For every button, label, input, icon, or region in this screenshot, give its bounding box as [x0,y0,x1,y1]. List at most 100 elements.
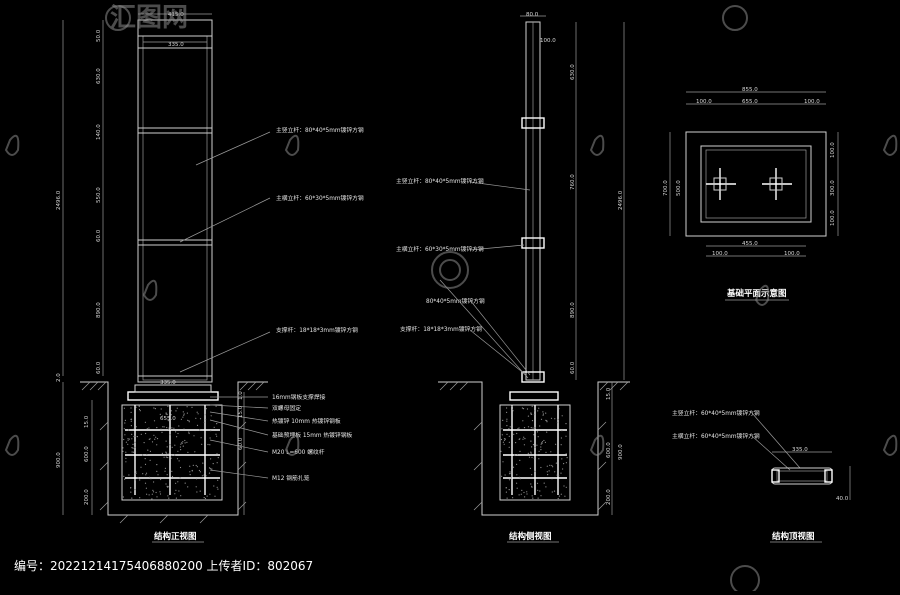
concrete-dot [531,485,533,487]
footer-uploader-value: 802067 [267,559,314,573]
concrete-dot [210,415,212,417]
concrete-dot [202,462,204,464]
concrete-dot [148,494,150,496]
front-dim-50: 50.0 [96,29,102,42]
concrete-dot [171,446,173,448]
concrete-dot [196,424,199,426]
concrete-dot [135,472,137,474]
concrete-dot [133,435,135,438]
concrete-dot [167,405,169,407]
concrete-dot [504,438,506,440]
front-base-plate [127,391,219,401]
concrete-dot [531,456,533,459]
concrete-dot [170,414,172,416]
concrete-dot [130,491,132,493]
concrete-dot [186,441,188,443]
side-note-mid: 80*40*5mm镀锌方钢 [426,297,485,305]
concrete-dot [207,443,209,446]
footer-info: 编号：20221214175406880200 上传者ID：802067 [14,557,313,574]
concrete-dot [509,426,511,428]
concrete-dot [540,466,542,469]
concrete-dot [562,468,564,470]
concrete-dot [526,493,528,495]
concrete-dot [530,427,532,429]
concrete-dot [149,459,151,461]
concrete-dot [506,497,508,499]
concrete-dot [519,450,521,452]
concrete-dot [531,446,533,448]
front-found-600: 600.0 [84,446,90,462]
concrete-dot [154,408,156,410]
concrete-dot [509,472,511,474]
concrete-dot [544,441,547,443]
front-found-200: 200.0 [84,489,90,505]
concrete-dot [177,481,179,483]
concrete-dot [164,470,166,472]
concrete-dot [145,432,147,435]
concrete-dot [125,461,127,463]
concrete-dot [156,438,159,440]
concrete-dot [508,441,510,443]
concrete-dot [565,435,567,437]
front-frame-inner [142,35,208,381]
concrete-dot [516,482,518,484]
concrete-dot [563,485,565,487]
concrete-dot [533,457,535,459]
concrete-dot [179,446,181,448]
concrete-dot [216,462,218,464]
concrete-dot [151,498,153,500]
concrete-dot [203,497,205,499]
concrete-dot [531,474,533,476]
concrete-dot [163,426,165,428]
concrete-dot [127,438,129,440]
concrete-dot [542,411,544,413]
concrete-dot [539,425,541,427]
side-dim-60: 60.0 [570,361,576,374]
side-top-right-dim: 100.0 [540,38,556,44]
concrete-dot [545,451,547,453]
concrete-dot [165,452,167,454]
concrete-dot [130,425,132,427]
concrete-dot [205,475,207,477]
concrete-dot [180,418,182,420]
concrete-dot [127,443,129,445]
concrete-dot [508,428,510,430]
side-ground-hatch [439,381,629,511]
concrete-dot [198,469,200,472]
concrete-dot [139,410,141,412]
plan-left-500: 500.0 [676,180,682,196]
front-inner-dim: 335.0 [168,42,184,48]
watermark-text-1: 汇图网 [110,3,188,33]
concrete-dot [502,461,504,463]
concrete-dot [123,428,125,430]
concrete-dot [502,419,504,421]
concrete-dot [130,487,132,489]
concrete-dot [131,451,133,453]
concrete-dot [516,474,518,476]
front-dim-890: 890.0 [96,302,102,318]
concrete-dot [142,473,144,475]
concrete-dot [175,497,177,499]
concrete-dot [194,451,196,453]
concrete-dot [534,470,536,472]
concrete-dot [561,458,563,460]
footer-uploader-label: 上传者ID： [206,559,268,573]
concrete-dot [184,482,186,484]
top-view-title: 结构顶视图 [772,531,815,542]
concrete-dot [169,434,171,436]
concrete-dot [150,478,152,480]
concrete-dot [209,437,211,439]
plan-mid-dim: 455.0 [742,241,758,247]
concrete-dot [152,491,155,493]
concrete-dot [147,449,149,451]
plan-inner-dim: 655.0 [742,99,758,105]
concrete-dot [122,447,124,449]
concrete-dot [556,474,558,476]
concrete-dot [215,433,217,435]
top-width-dim: 335.0 [792,447,808,453]
concrete-dot [551,464,553,467]
concrete-dot [180,495,182,497]
concrete-dot [181,442,183,444]
concrete-dot [550,417,553,419]
concrete-dot [191,469,193,472]
